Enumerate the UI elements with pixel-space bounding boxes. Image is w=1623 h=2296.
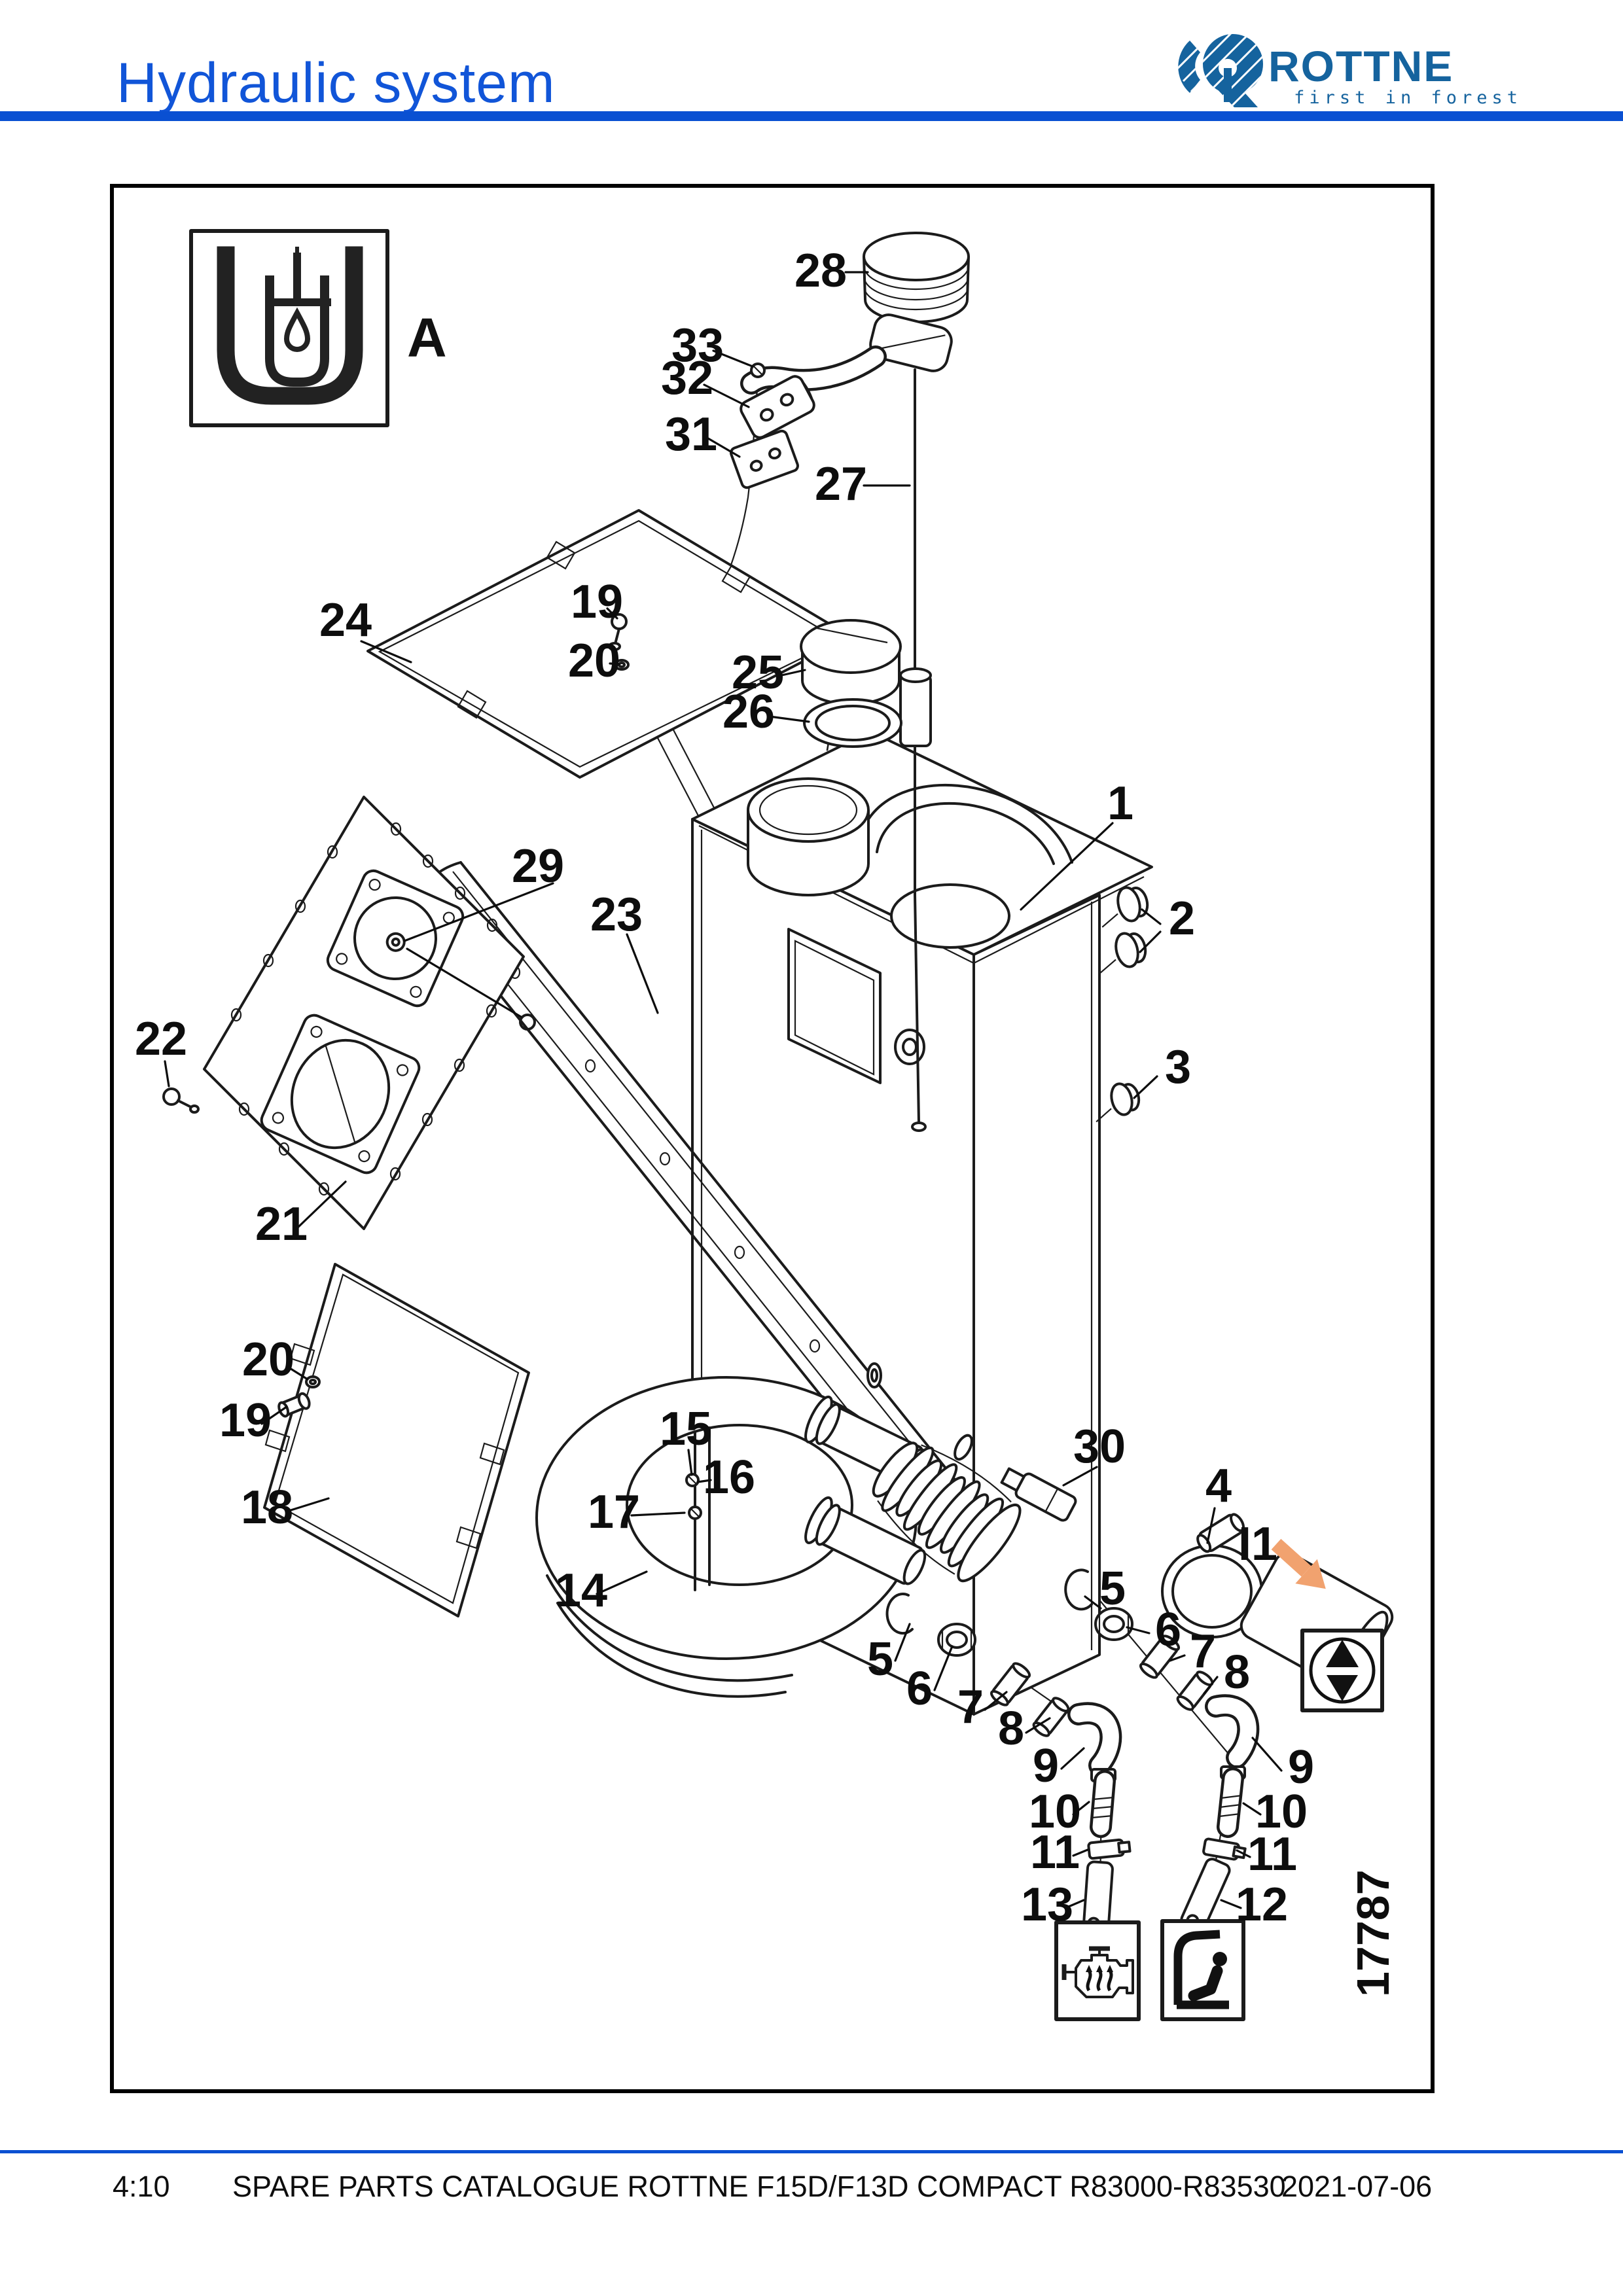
orange-arrow-icon <box>1271 1538 1326 1589</box>
callout-5r: 5 <box>1099 1563 1126 1615</box>
footer-catalogue-title: SPARE PARTS CATALOGUE ROTTNE F15D/F13D C… <box>232 2170 1286 2203</box>
dipstick-handle <box>740 313 953 395</box>
callout-24: 24 <box>319 594 372 646</box>
callout-29: 29 <box>512 840 564 892</box>
callout-28: 28 <box>794 245 847 297</box>
callout-19b: 19 <box>219 1394 272 1447</box>
gasket-plate <box>162 796 525 1230</box>
top-cover-plate <box>366 509 852 779</box>
callout-16: 16 <box>703 1451 755 1504</box>
dipstick-brackets <box>730 362 815 489</box>
callout-12: 12 <box>1236 1879 1288 1931</box>
footer-page-number: 4:10 <box>113 2170 170 2203</box>
filler-cap <box>800 619 902 705</box>
callout-27: 27 <box>815 458 867 510</box>
callout-11r: 11 <box>1247 1828 1297 1881</box>
dipstick-assembly <box>740 232 970 1132</box>
hose-clip <box>1087 1838 1132 1860</box>
callout-14: 14 <box>555 1564 607 1617</box>
callout-4: 4 <box>1205 1460 1232 1512</box>
callout-13: 13 <box>1021 1879 1073 1931</box>
header-rule <box>0 111 1623 121</box>
brand-tagline: first in forest <box>1294 88 1522 108</box>
callout-6l: 6 <box>906 1663 933 1715</box>
hose-adapter <box>1090 1768 1116 1838</box>
callout-8r: 8 <box>1224 1646 1250 1699</box>
callout-21: 21 <box>255 1198 308 1250</box>
callout-10l: 10 <box>1029 1786 1081 1838</box>
callout-10r: 10 <box>1255 1786 1308 1838</box>
callout-19a: 19 <box>571 576 623 628</box>
callout-3: 3 <box>1165 1041 1191 1093</box>
callout-9l: 9 <box>1033 1740 1059 1792</box>
upper-flange <box>326 869 465 1008</box>
callout-17: 17 <box>588 1486 640 1538</box>
section-marker-box: A <box>189 229 447 427</box>
brand-wordmark: ROTTNE <box>1268 42 1454 90</box>
figure-number: 17787 <box>1347 1869 1399 1997</box>
lower-flange <box>260 1014 421 1174</box>
fitting-chain-right <box>1064 1568 1260 1932</box>
hydraulic-oil-tank-icon <box>217 246 363 405</box>
up-down-arrows-icon <box>1309 1637 1376 1704</box>
temp-sensor <box>954 1434 1077 1522</box>
updown-arrow-box <box>1300 1629 1384 1712</box>
callout-11l: 11 <box>1030 1826 1080 1879</box>
callout-26: 26 <box>722 686 775 738</box>
callout-9r: 9 <box>1288 1741 1314 1793</box>
cover-plate <box>263 1263 530 1617</box>
hose-adapter <box>1217 1765 1246 1838</box>
suction-housing <box>535 1376 918 1698</box>
cab-seat-icon <box>1173 1930 1229 2009</box>
cab-icon-box <box>1160 1919 1245 2021</box>
callout-2: 2 <box>1169 892 1195 945</box>
callout-i1: I1 <box>1238 1518 1277 1570</box>
callout-30: 30 <box>1073 1421 1126 1473</box>
seal-ring <box>803 698 902 748</box>
callout-20a: 20 <box>568 635 620 687</box>
callout-6r: 6 <box>1155 1604 1181 1656</box>
section-letter: A <box>407 307 447 368</box>
callout-33: 33 <box>671 319 724 372</box>
breather-cap <box>863 232 970 323</box>
page-title: Hydraulic system <box>116 52 556 115</box>
footer-date: 2021-07-06 <box>1281 2170 1433 2203</box>
engine-icon-box <box>1054 1920 1141 2021</box>
callout-22: 22 <box>135 1013 187 1065</box>
callouts: 1 2 3 4 5 5 6 6 7 7 8 8 9 9 10 10 11 11 … <box>135 245 1314 1931</box>
hose-clip <box>1202 1837 1247 1861</box>
drain-bolt <box>162 1087 200 1114</box>
tank-plugs <box>1096 886 1149 1123</box>
callout-32: 32 <box>661 352 713 404</box>
callout-7r: 7 <box>1190 1625 1216 1678</box>
figure-frame <box>110 184 1435 2093</box>
callout-15: 15 <box>660 1403 712 1455</box>
suction-bellows <box>872 1441 1022 1583</box>
callout-1: 1 <box>1107 777 1133 830</box>
fitting-chain-left <box>885 1593 1132 1932</box>
callout-5l: 5 <box>867 1633 893 1686</box>
callout-7l: 7 <box>957 1681 984 1733</box>
leader-lines <box>164 271 1283 1909</box>
callout-23: 23 <box>590 889 643 941</box>
callout-18: 18 <box>241 1481 293 1534</box>
brand-logo: ROTTNE first in forest <box>1178 34 1522 108</box>
callout-25: 25 <box>732 646 784 699</box>
engine-heat-icon <box>1061 1946 1134 1998</box>
footer-rule <box>0 2150 1623 2153</box>
callout-31: 31 <box>665 408 717 461</box>
callout-20b: 20 <box>242 1333 294 1386</box>
filler-neck <box>747 777 870 896</box>
callout-8l: 8 <box>998 1703 1024 1755</box>
